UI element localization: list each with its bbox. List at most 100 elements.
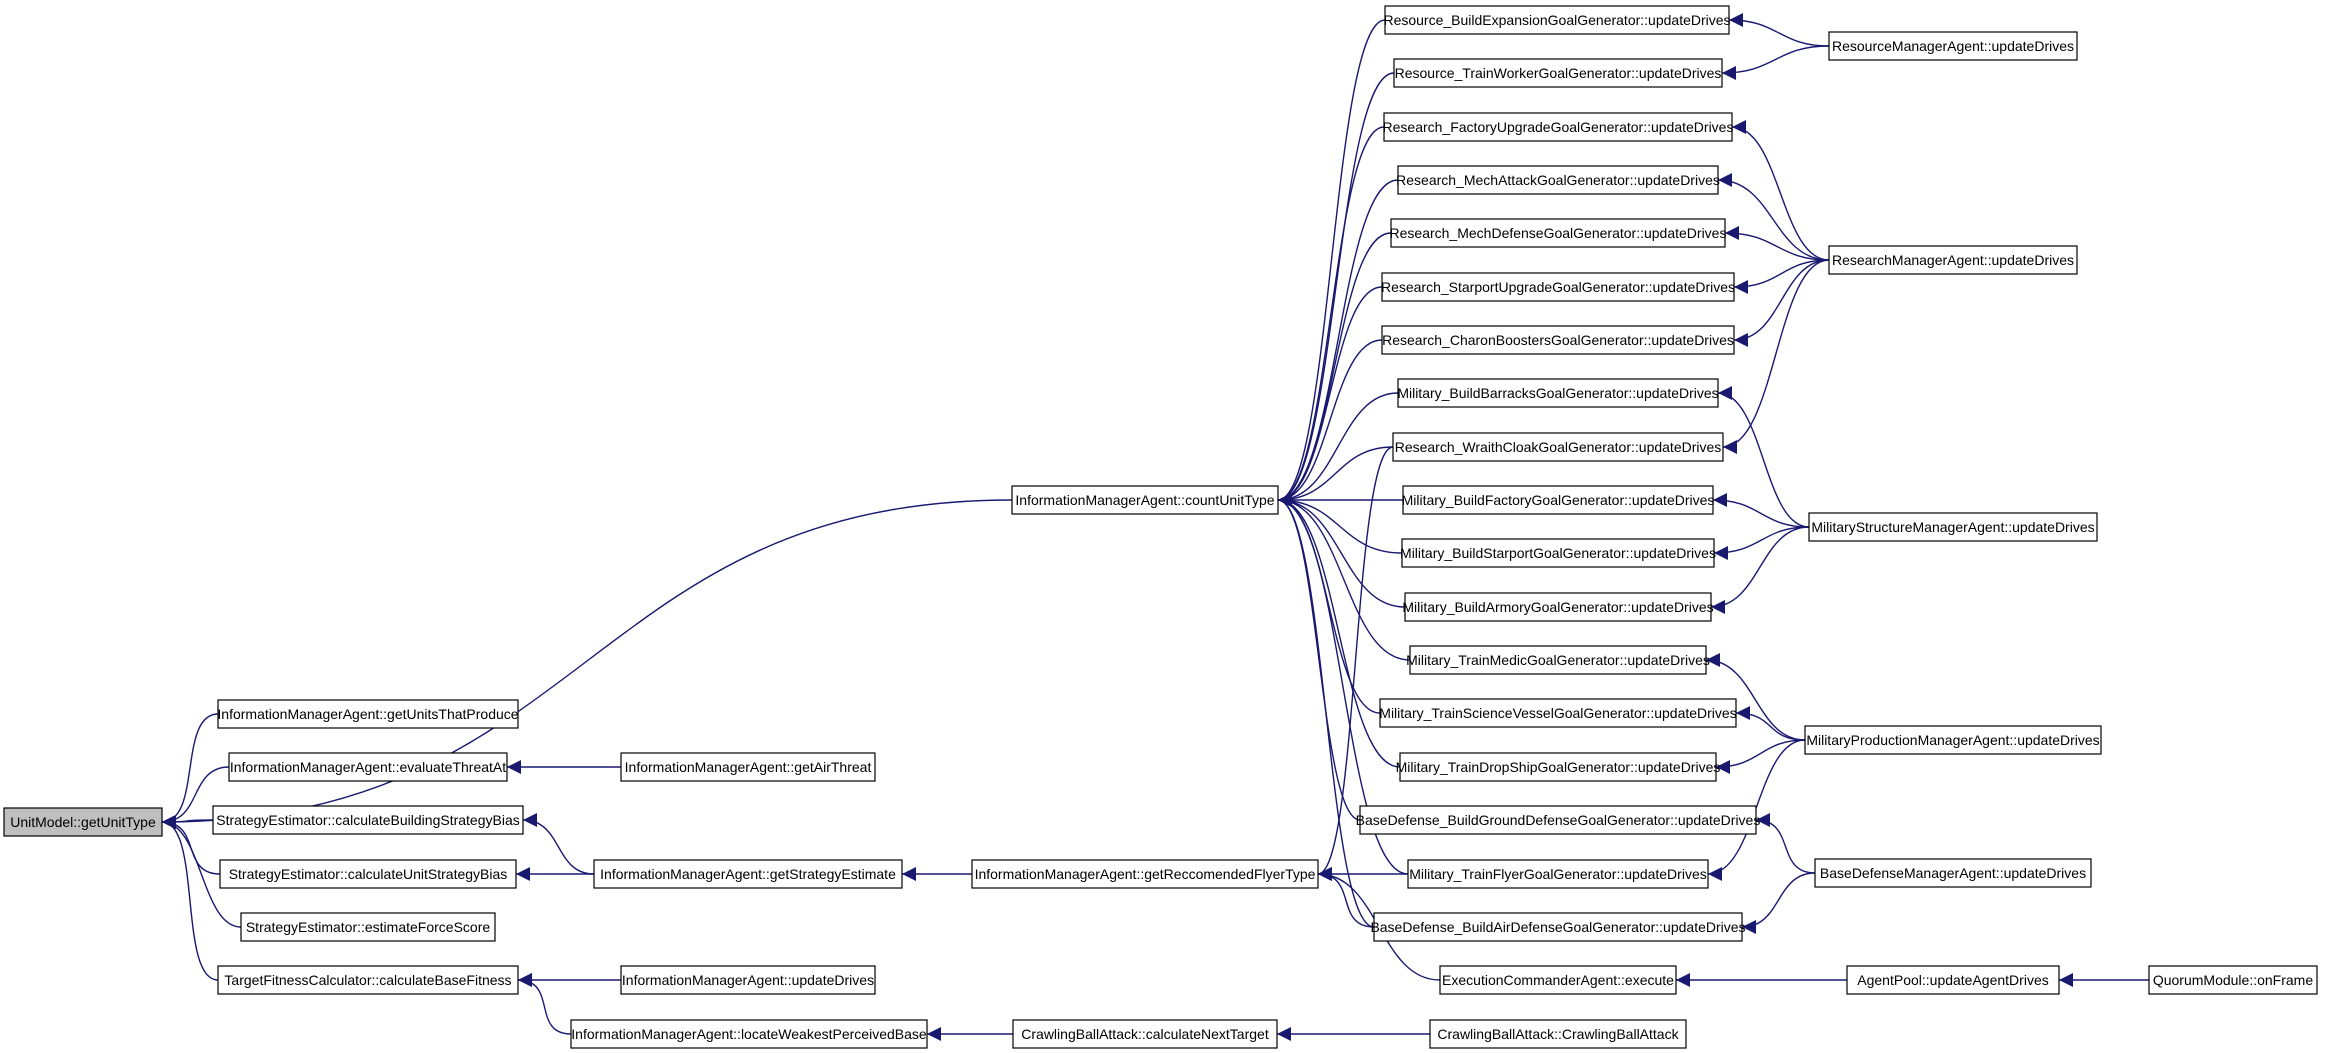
function-node-strategyestimator-calculatebuildingstrategybias[interactable]: StrategyEstimator::calculateBuildingStra… [212,805,524,835]
function-node-military-trainflyergoalgenerator-updatedrives[interactable]: Military_TrainFlyerGoalGenerator::update… [1407,859,1709,889]
node-box [217,699,519,729]
node-box [1397,165,1719,195]
call-edge-informationmanageragent-locateweakestperceivedbase-to-targetfitnesscalculator-calculatebasefitness [517,973,572,1035]
node-box [1390,218,1726,248]
function-node-military-trainmedicgoalgenerator-updatedrives[interactable]: Military_TrainMedicGoalGenerator::update… [1406,645,1710,675]
function-node-military-buildfactorygoalgenerator-updatedrives[interactable]: Military_BuildFactoryGoalGenerator::upda… [1402,485,1715,515]
node-label: ResearchManagerAgent::updateDrives [1832,252,2074,268]
node-label: Military_BuildArmoryGoalGenerator::updat… [1402,599,1713,615]
call-edge-militaryproductionmanageragent-updatedrives-to-military-trainsciencevesselgoalgenerator-updatedrives [1735,706,1806,741]
call-edge-resourcemanageragent-updatedrives-to-resource-buildexpansiongoalgenerator-updatedrives [1728,13,1830,47]
function-node-military-buildarmorygoalgenerator-updatedrives[interactable]: Military_BuildArmoryGoalGenerator::updat… [1402,592,1714,622]
function-node-resource-buildexpansiongoalgenerator-updatedrives[interactable]: Resource_BuildExpansionGoalGenerator::up… [1383,5,1731,35]
node-label: StrategyEstimator::estimateForceScore [246,919,491,935]
function-node-military-traindropshipgoalgenerator-updatedrives[interactable]: Military_TrainDropShipGoalGenerator::upd… [1396,752,1721,782]
function-node-resource-trainworkergoalgenerator-updatedrives[interactable]: Resource_TrainWorkerGoalGenerator::updat… [1393,58,1723,88]
node-label: CrawlingBallAttack::calculateNextTarget [1021,1026,1269,1042]
function-node-targetfitnesscalculator-calculatebasefitness[interactable]: TargetFitnessCalculator::calculateBaseFi… [217,965,519,995]
node-box [1409,645,1707,675]
node-box [240,912,496,942]
function-node-informationmanageragent-getunitsthatproduce[interactable]: InformationManagerAgent::getUnitsThatPro… [217,699,519,729]
node-box [1828,245,2078,275]
node-box [1359,805,1757,835]
call-edge-researchmanageragent-updatedrives-to-research-mechattackgoalgenerator-updatedrives [1717,173,1830,261]
node-box [1011,485,1279,515]
node-box [620,965,876,995]
node-box [212,805,524,835]
node-label: MilitaryStructureManagerAgent::updateDri… [1811,519,2094,535]
node-box [570,1019,928,1049]
call-edge-research-factoryupgradegoalgenerator-updatedrives-to-informationmanageragent-countunittype [1277,126,1385,507]
node-label: BaseDefense_BuildAirDefenseGoalGenerator… [1370,919,1745,935]
node-label: Military_BuildFactoryGoalGenerator::upda… [1402,492,1715,508]
call-edge-researchmanageragent-updatedrives-to-research-wraithcloakgoalgenerator-updatedrives [1722,259,1830,454]
function-node-crawlingballattack-crawlingballattack[interactable]: CrawlingBallAttack::CrawlingBallAttack [1429,1019,1687,1049]
call-edge-basedefensemanageragent-updatedrives-to-basedefense-buildgrounddefensegoalgenerator-updatedrives [1755,813,1816,874]
call-edge-researchmanageragent-updatedrives-to-research-charonboostersgoalgenerator-updatedrives [1733,259,1830,347]
node-label: Research_MechAttackGoalGenerator::update… [1396,172,1720,188]
function-node-informationmanageragent-getairthreat[interactable]: InformationManagerAgent::getAirThreat [620,752,876,782]
call-edge-basedefense-buildairdefensegoalgenerator-updatedrives-to-informationmanageragent-getreccomendedflyertype [1317,867,1375,928]
node-label: BaseDefenseManagerAgent::updateDrives [1820,865,2086,881]
function-node-military-buildbarracksgoalgenerator-updatedrives[interactable]: Military_BuildBarracksGoalGenerator::upd… [1397,378,1719,408]
node-label: InformationManagerAgent::getAirThreat [625,759,872,775]
call-edges [161,13,2149,1041]
function-node-research-wraithcloakgoalgenerator-updatedrives[interactable]: Research_WraithCloakGoalGenerator::updat… [1392,432,1724,462]
node-label: ResourceManagerAgent::updateDrives [1832,38,2074,54]
function-node-quorummodule-onframe[interactable]: QuorumModule::onFrame [2148,965,2318,995]
function-node-unitmodel-getunittype[interactable]: UnitModel::getUnitType [3,807,163,837]
node-label: InformationManagerAgent::getReccomendedF… [975,866,1316,882]
function-node-basedefense-buildairdefensegoalgenerator-updatedrives[interactable]: BaseDefense_BuildAirDefenseGoalGenerator… [1370,912,1746,942]
call-edge-research-wraithcloakgoalgenerator-updatedrives-to-informationmanageragent-countunittype [1277,446,1394,507]
function-node-research-charonboostersgoalgenerator-updatedrives[interactable]: Research_CharonBoostersGoalGenerator::up… [1381,325,1735,355]
node-label: Military_TrainFlyerGoalGenerator::update… [1409,866,1706,882]
node-box [1828,31,2078,61]
call-edge-resource-trainworkergoalgenerator-updatedrives-to-informationmanageragent-countunittype [1277,72,1395,507]
node-box [1804,725,2102,755]
function-node-research-factoryupgradegoalgenerator-updatedrives[interactable]: Research_FactoryUpgradeGoalGenerator::up… [1383,112,1734,142]
call-edge-researchmanageragent-updatedrives-to-research-mechdefensegoalgenerator-updatedrives [1724,226,1830,261]
function-node-informationmanageragent-countunittype[interactable]: InformationManagerAgent::countUnitType [1011,485,1279,515]
function-node-informationmanageragent-getreccomendedflyertype[interactable]: InformationManagerAgent::getReccomendedF… [971,859,1319,889]
node-label: InformationManagerAgent::updateDrives [622,972,874,988]
function-node-basedefensemanageragent-updatedrives[interactable]: BaseDefenseManagerAgent::updateDrives [1814,858,2092,888]
function-node-research-mechattackgoalgenerator-updatedrives[interactable]: Research_MechAttackGoalGenerator::update… [1396,165,1720,195]
node-label: MilitaryProductionManagerAgent::updateDr… [1806,732,2099,748]
call-edge-militarystructuremanageragent-updatedrives-to-military-buildstarportgoalgenerator-updatedrives [1713,526,1810,560]
function-node-research-starportupgradegoalgenerator-updatedrives[interactable]: Research_StarportUpgradeGoalGenerator::u… [1381,272,1735,302]
function-node-research-mechdefensegoalgenerator-updatedrives[interactable]: Research_MechDefenseGoalGenerator::updat… [1390,218,1727,248]
call-edge-basedefensemanageragent-updatedrives-to-basedefense-buildairdefensegoalgenerator-updatedrives [1741,872,1816,934]
function-node-strategyestimator-estimateforcescore[interactable]: StrategyEstimator::estimateForceScore [240,912,496,942]
call-edge-militaryproductionmanageragent-updatedrives-to-military-trainmedicgoalgenerator-updatedrives [1705,653,1806,741]
function-node-informationmanageragent-locateweakestperceivedbase[interactable]: InformationManagerAgent::locateWeakestPe… [570,1019,928,1049]
function-node-strategyestimator-calculateunitstrategybias[interactable]: StrategyEstimator::calculateUnitStrategy… [219,859,517,889]
call-edge-research-charonboostersgoalgenerator-updatedrives-to-informationmanageragent-countunittype [1277,339,1383,507]
node-label: Resource_TrainWorkerGoalGenerator::updat… [1395,65,1722,81]
node-label: Military_BuildStarportGoalGenerator::upd… [1400,545,1716,561]
node-label: BaseDefense_BuildGroundDefenseGoalGenera… [1356,812,1761,828]
function-node-militarystructuremanageragent-updatedrives[interactable]: MilitaryStructureManagerAgent::updateDri… [1808,512,2098,542]
function-node-basedefense-buildgrounddefensegoalgenerator-updatedrives[interactable]: BaseDefense_BuildGroundDefenseGoalGenera… [1356,805,1761,835]
function-node-researchmanageragent-updatedrives[interactable]: ResearchManagerAgent::updateDrives [1828,245,2078,275]
function-node-military-buildstarportgoalgenerator-updatedrives[interactable]: Military_BuildStarportGoalGenerator::upd… [1400,538,1716,568]
function-node-executioncommanderagent-execute[interactable]: ExecutionCommanderAgent::execute [1439,965,1677,995]
function-node-militaryproductionmanageragent-updatedrives[interactable]: MilitaryProductionManagerAgent::updateDr… [1804,725,2102,755]
call-edge-resource-buildexpansiongoalgenerator-updatedrives-to-informationmanageragent-countunittype [1277,19,1386,507]
function-node-military-trainsciencevesselgoalgenerator-updatedrives[interactable]: Military_TrainScienceVesselGoalGenerator… [1379,698,1737,728]
node-box [1381,272,1735,302]
node-box [2148,965,2318,995]
function-node-informationmanageragent-evaluatethreatat[interactable]: InformationManagerAgent::evaluateThreatA… [228,752,508,782]
call-edge-militaryproductionmanageragent-updatedrives-to-military-traindropshipgoalgenerator-updatedrives [1715,739,1806,774]
function-node-informationmanageragent-updatedrives[interactable]: InformationManagerAgent::updateDrives [620,965,876,995]
function-node-resourcemanageragent-updatedrives[interactable]: ResourceManagerAgent::updateDrives [1828,31,2078,61]
node-box [217,965,519,995]
node-label: AgentPool::updateAgentDrives [1857,972,2048,988]
node-box [219,859,517,889]
function-node-informationmanageragent-getstrategyestimate[interactable]: InformationManagerAgent::getStrategyEsti… [593,859,903,889]
function-node-crawlingballattack-calculatenexttarget[interactable]: CrawlingBallAttack::calculateNextTarget [1012,1019,1278,1049]
call-edge-military-trainmedicgoalgenerator-updatedrives-to-informationmanageragent-countunittype [1277,493,1411,661]
node-label: ExecutionCommanderAgent::execute [1442,972,1674,988]
call-edge-military-buildstarportgoalgenerator-updatedrives-to-informationmanageragent-countunittype [1277,493,1403,554]
function-node-agentpool-updateagentdrives[interactable]: AgentPool::updateAgentDrives [1846,965,2060,995]
node-box [1407,859,1709,889]
